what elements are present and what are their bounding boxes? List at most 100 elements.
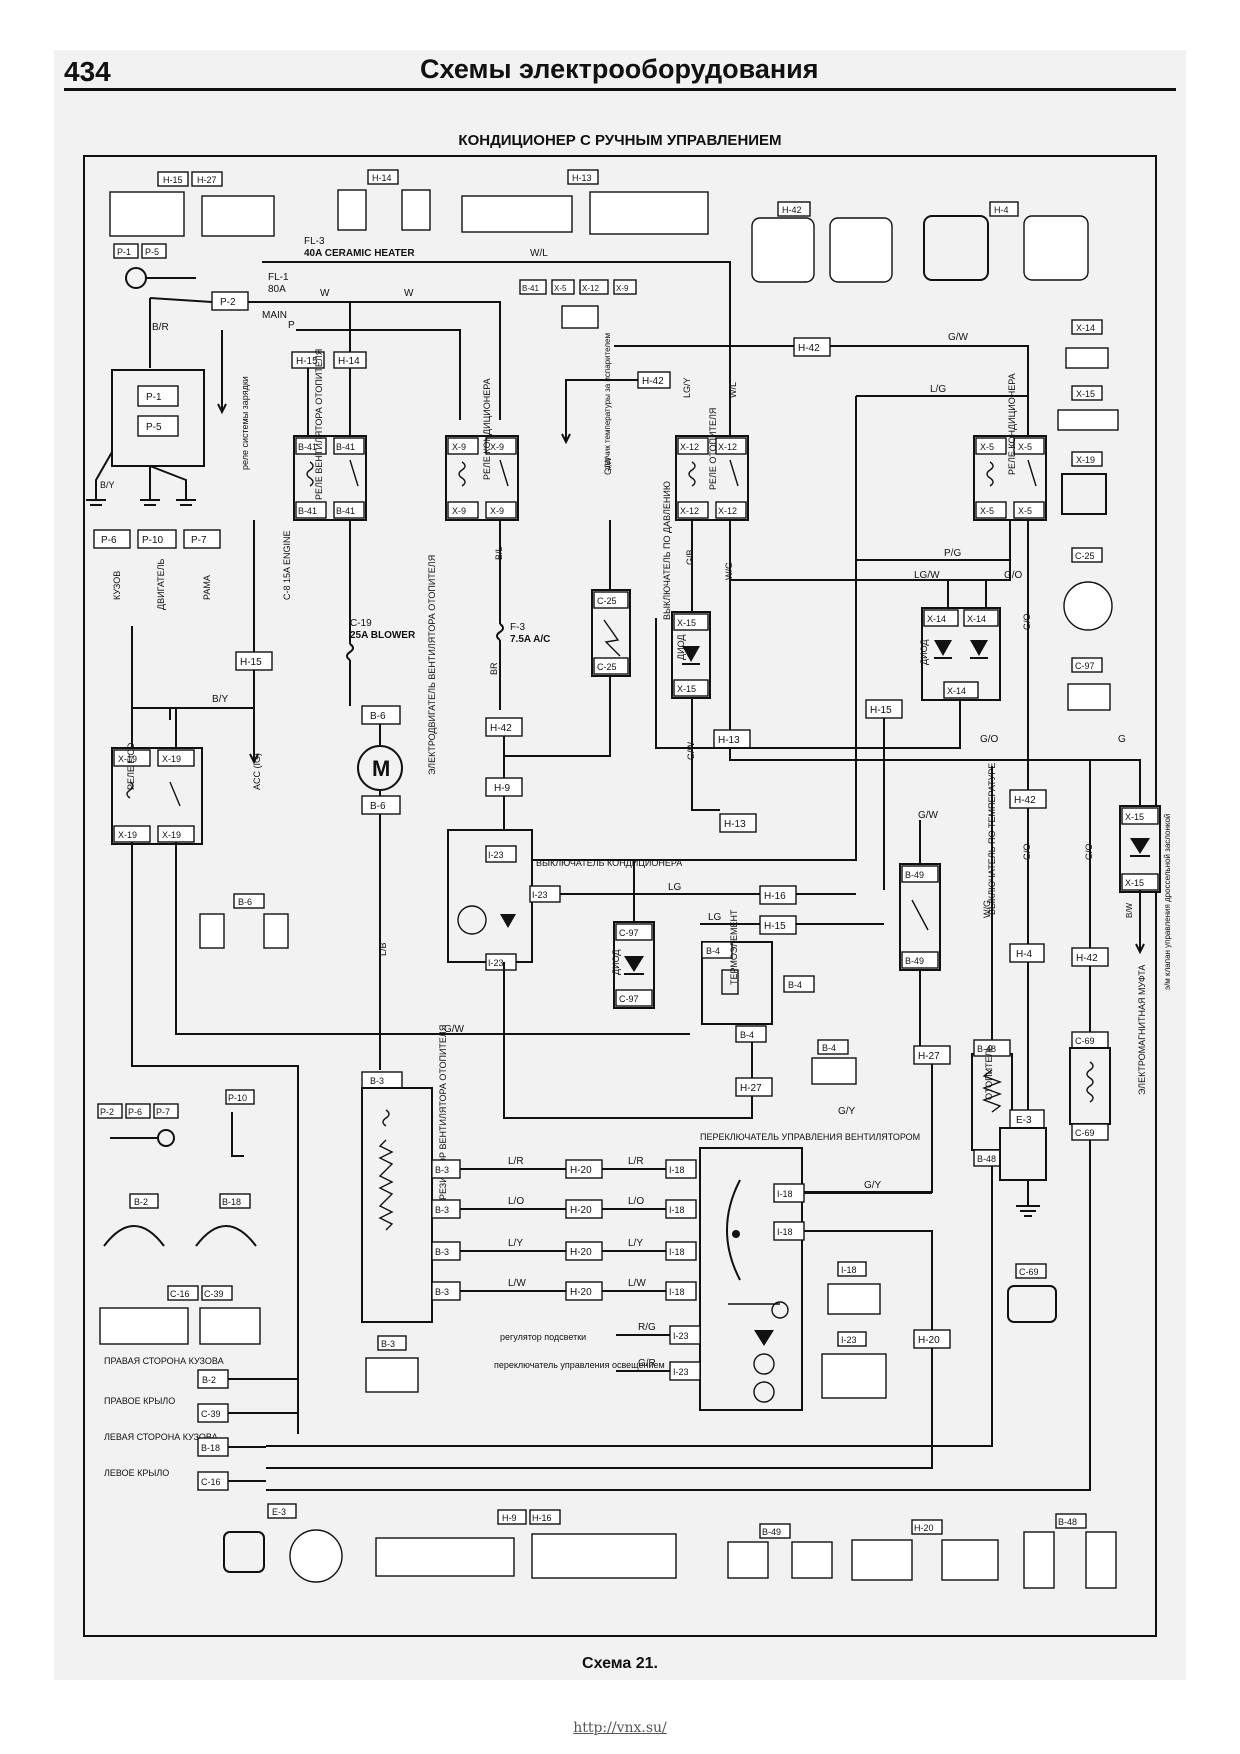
wire-bl: B/L <box>494 546 504 560</box>
tag-b48-b: B-48 <box>977 1154 996 1164</box>
tag-h42-4: H-42 <box>1014 795 1036 806</box>
wire-lw-1: L/W <box>508 1278 526 1289</box>
wire-rg: R/G <box>638 1322 656 1333</box>
tag-c97-a: C-97 <box>619 928 639 938</box>
wire-pg: P/G <box>944 548 961 559</box>
wire-wg-2: W/G <box>982 900 992 918</box>
ground-terminal-icon <box>157 1129 175 1147</box>
tag-b41-b: B-41 <box>336 442 355 452</box>
tag-x5-grp: X-5 <box>554 284 567 293</box>
tag-h14-1: H-14 <box>338 356 360 367</box>
tag-b6-b: B-6 <box>370 801 386 812</box>
tag-h15-4: H-15 <box>764 921 786 932</box>
tag-h14: H-14 <box>372 173 392 183</box>
wire-wl-2: W/L <box>728 382 738 398</box>
tag-x5-a: X-5 <box>980 442 994 452</box>
tag-h42: H-42 <box>782 205 802 215</box>
tag-x19-c: X-19 <box>118 830 137 840</box>
tag-e3-a: E-3 <box>1016 1115 1032 1126</box>
tag-b3-2: B-3 <box>435 1205 449 1215</box>
wire-go-5: G/O <box>1084 843 1094 860</box>
tag-c16-icon: C-16 <box>170 1289 190 1299</box>
tag-b41-a: B-41 <box>298 442 317 452</box>
connector-h15-h27: H-15 H-27 <box>109 171 275 237</box>
tag-h20-3: H-20 <box>570 1247 592 1258</box>
tag-p6-icon: P-6 <box>128 1107 142 1117</box>
source-link[interactable]: http://vnx.su/ <box>573 1720 667 1736</box>
tag-b41-d: B-41 <box>336 506 355 516</box>
label-fan-switch: ПЕРЕКЛЮЧАТЕЛЬ УПРАВЛЕНИЯ ВЕНТИЛЯТОРОМ <box>700 1132 920 1142</box>
fan-resistor <box>361 1087 433 1323</box>
tag-h42-5: H-42 <box>1076 953 1098 964</box>
fan-selector-icon <box>726 1179 741 1281</box>
label-c8-engine: C-8 15A ENGINE <box>282 530 292 600</box>
tag-i18-1: I-18 <box>669 1165 685 1175</box>
tag-x12-b: X-12 <box>718 442 737 452</box>
tag-i18-5: I-18 <box>777 1189 793 1199</box>
tag-i23-e: I-23 <box>673 1367 689 1377</box>
diagram-frame <box>83 155 1157 1637</box>
wire-gb: G/B <box>685 549 695 565</box>
tag-i23-icon: I-23 <box>841 1335 857 1345</box>
label-left-body: ЛЕВАЯ СТОРОНА КУЗОВА <box>104 1432 218 1442</box>
tag-x12-c: X-12 <box>680 506 699 516</box>
tag-b49-icon: B-49 <box>762 1527 781 1537</box>
tag-e3-icon: E-3 <box>272 1507 286 1517</box>
wire-go-2: G/O <box>1022 613 1032 630</box>
label-evap-sensor: датчик температуры за испарителем <box>603 333 612 470</box>
tag-h20-4: H-20 <box>570 1287 592 1298</box>
tag-h20-2: H-20 <box>570 1205 592 1216</box>
tag-b49-a: B-49 <box>905 870 924 880</box>
wire-lo-2: L/O <box>628 1196 644 1207</box>
connector-h4: H-4 <box>923 201 1089 281</box>
label-dvig: ДВИГАТЕЛЬ <box>156 558 166 610</box>
wire-p: P <box>288 320 295 331</box>
label-fl1: FL-1 <box>268 272 289 283</box>
tag-h16-icon: H-16 <box>532 1513 552 1523</box>
label-diode-2: ДИОД <box>919 640 929 665</box>
tag-x15-d: X-15 <box>1125 878 1144 888</box>
wire-lgy: LG/Y <box>682 377 692 398</box>
label-backlight: регулятор подсветки <box>500 1332 586 1342</box>
wire-gw-1: G/W <box>603 456 613 475</box>
tag-i18-icon: I-18 <box>841 1265 857 1275</box>
label-clutch: ЭЛЕКТРОМАГНИТНАЯ МУФТА <box>1137 965 1147 1095</box>
tag-h9-icon: H-9 <box>502 1513 517 1523</box>
bottom-connectors: E-3 H-9 H-16 B-49 H-20 B-48 <box>223 1503 1117 1589</box>
wire-lg-1: LG <box>668 882 682 893</box>
tag-x12-a: X-12 <box>680 442 699 452</box>
ground-points: ПРАВАЯ СТОРОНА КУЗОВА B-2 ПРАВОЕ КРЫЛО C… <box>104 1356 298 1491</box>
wire-go-3: G/O <box>980 734 999 745</box>
tag-b2-ground: B-2 <box>202 1375 216 1385</box>
ring-terminal-icon <box>125 267 147 289</box>
label-heater: ОТОПИТЕЛЬ <box>984 1045 994 1100</box>
tag-c69-b: C-69 <box>1075 1128 1095 1138</box>
tag-h4-1: H-4 <box>1016 949 1033 960</box>
tag-h9: H-9 <box>494 783 511 794</box>
tag-x9-a: X-9 <box>452 442 466 452</box>
tag-p6: P-6 <box>101 535 117 546</box>
tag-h13-1: H-13 <box>718 735 740 746</box>
wire-wl-top: W/L <box>530 248 548 259</box>
tag-c16-ground: C-16 <box>201 1477 221 1487</box>
tag-x9-d: X-9 <box>490 506 504 516</box>
tag-p7: P-7 <box>191 535 207 546</box>
tag-p10-icon: P-10 <box>228 1093 247 1103</box>
wire-bw: B/W <box>1125 902 1134 918</box>
tag-i23-a: I-23 <box>488 850 504 860</box>
label-thermo: ТЕРМОЭЛЕМЕНТ <box>729 909 739 985</box>
tag-p10: P-10 <box>142 535 164 546</box>
page-header: Схемы электрооборудования <box>420 54 819 84</box>
wire-by-batt: B/Y <box>100 480 115 490</box>
tag-p5-batt: P-5 <box>146 422 162 433</box>
tag-b41-grp: B-41 <box>522 284 539 293</box>
tag-x9-grp: X-9 <box>616 284 629 293</box>
page-number: 434 <box>64 56 111 87</box>
tag-c97-icon: C-97 <box>1075 661 1095 671</box>
fuse-c19-icon <box>346 643 354 661</box>
label-acc: ACC (IG) <box>252 753 262 790</box>
tag-b3-top: B-3 <box>370 1076 384 1086</box>
label-c19: C-19 <box>350 618 372 629</box>
tag-b4-b: B-4 <box>788 980 802 990</box>
